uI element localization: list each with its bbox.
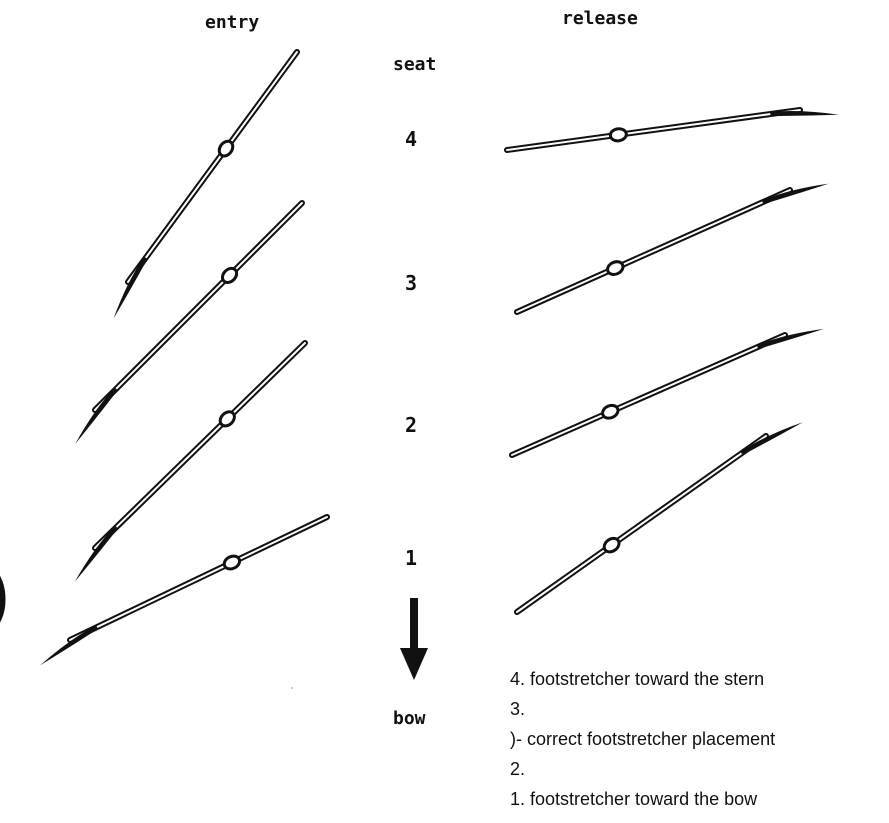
release-oar-seat-3-collar [606, 260, 625, 276]
release-oar-seat-1-blade [740, 422, 803, 455]
seat-number-4: 4 [405, 127, 417, 151]
seat-number-3: 3 [405, 271, 417, 295]
entry-oars [40, 49, 330, 666]
entry-oar-seat-2-collar [218, 410, 236, 428]
legend-item-correct: )- correct footstretcher placement [510, 729, 776, 749]
edge-mark: ) [0, 554, 10, 634]
legend-item-3: 3. [510, 699, 526, 719]
entry-oar-seat-1 [40, 514, 330, 666]
release-oar-seat-4-collar [608, 127, 628, 143]
entry-header: entry [205, 12, 259, 33]
release-oar-seat-2-blade [756, 328, 824, 349]
bow-label: bow [393, 708, 426, 729]
release-oar-seat-1-collar [602, 536, 621, 554]
release-oars [504, 107, 840, 615]
release-oar-seat-4-blade [770, 111, 840, 117]
entry-oar-seat-1-blade [40, 625, 98, 666]
release-oar-seat-2-collar [601, 403, 620, 420]
entry-oar-seat-4-blade [113, 256, 148, 319]
release-oar-seat-3-blade [761, 183, 829, 205]
seat-number-1: 1 [405, 546, 417, 570]
release-header: release [562, 8, 638, 29]
entry-oar-seat-4 [113, 49, 300, 319]
legend-item-1: 1. footstretcher toward the bow [510, 789, 758, 809]
release-oar-seat-4 [504, 107, 840, 153]
entry-oar-seat-3 [75, 200, 305, 444]
entry-oar-seat-3-blade [75, 387, 118, 444]
entry-oar-seat-3-collar [220, 266, 239, 285]
release-oar-seat-3 [514, 183, 829, 315]
legend-item-4: 4. footstretcher toward the stern [510, 669, 765, 689]
bow-arrow [400, 598, 428, 680]
entry-oar-seat-2 [74, 340, 308, 582]
speck [291, 687, 293, 689]
legend-item-2: 2. [510, 759, 526, 779]
seat-header: seat [393, 54, 436, 75]
release-oar-seat-2 [509, 328, 824, 458]
entry-oar-seat-1-collar [222, 554, 242, 571]
footstretcher-legend: 4. footstretcher toward the stern 3. )- … [510, 664, 775, 814]
seat-number-2: 2 [405, 413, 417, 437]
release-oar-seat-1 [514, 422, 803, 615]
entry-oar-seat-2-blade [74, 525, 118, 582]
entry-oar-seat-4-collar [217, 139, 235, 158]
